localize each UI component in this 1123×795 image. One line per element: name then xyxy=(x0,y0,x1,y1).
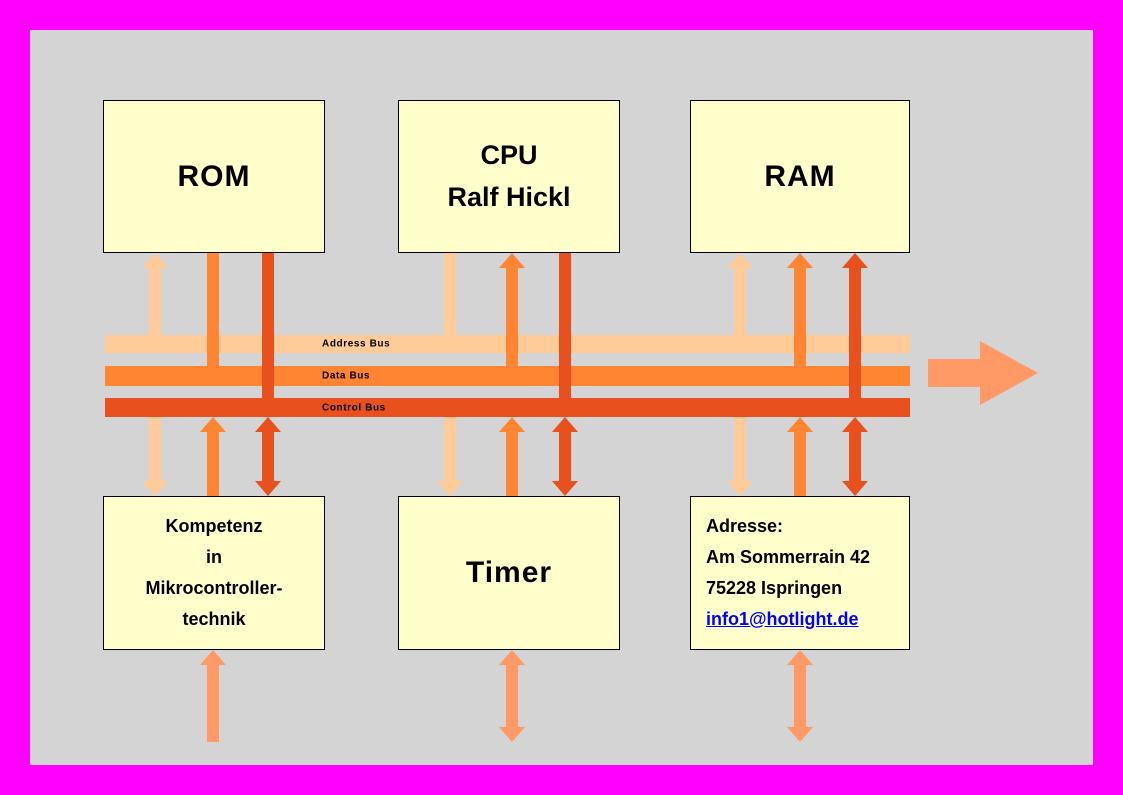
kompetenz-line-1: Kompetenz xyxy=(165,516,263,537)
adresse-data-arrow xyxy=(787,417,813,496)
timer-control-arrow xyxy=(552,417,578,496)
timer-external-arrow xyxy=(499,650,525,742)
ram-control-arrow xyxy=(842,253,868,417)
kompetenz-control-arrow xyxy=(255,417,281,496)
kompetenz-box: Kompetenz in Mikrocontroller- technik xyxy=(103,496,325,650)
cpu-address-arrow xyxy=(437,253,463,352)
control-bus: Control Bus xyxy=(105,398,910,417)
timer-box: Timer xyxy=(398,496,620,650)
adresse-address-arrow xyxy=(727,417,753,496)
kompetenz-address-arrow xyxy=(142,417,168,496)
rom-data-arrow xyxy=(200,253,226,386)
adresse-line-2: Am Sommerrain 42 xyxy=(706,547,871,568)
control-bus-label: Control Bus xyxy=(322,402,386,413)
rom-control-arrow xyxy=(255,253,281,417)
cpu-name-label: Ralf Hickl xyxy=(447,181,571,212)
cpu-box: CPU Ralf Hickl xyxy=(398,100,620,253)
rom-label: ROM xyxy=(177,159,251,193)
kompetenz-external-arrow xyxy=(200,650,226,742)
ram-data-arrow xyxy=(787,253,813,386)
email-link[interactable]: info1@hotlight.de xyxy=(706,608,859,629)
timer-address-arrow xyxy=(437,417,463,496)
adresse-control-arrow xyxy=(842,417,868,496)
kompetenz-line-4: technik xyxy=(182,608,246,629)
adresse-external-arrow xyxy=(787,650,813,742)
adresse-box: Adresse: Am Sommerrain 42 75228 Ispringe… xyxy=(690,496,910,650)
adresse-line-1: Adresse: xyxy=(706,516,784,537)
ram-address-arrow xyxy=(727,253,753,352)
timer-data-arrow xyxy=(499,417,525,496)
rom-box: ROM xyxy=(103,100,325,253)
address-bus-label: Address Bus xyxy=(322,338,391,350)
cpu-control-arrow xyxy=(552,253,578,417)
bus-direction-arrow xyxy=(980,341,1038,405)
kompetenz-line-3: Mikrocontroller- xyxy=(145,578,283,598)
ram-box: RAM xyxy=(690,100,910,253)
bus-direction-arrow-shaft xyxy=(928,359,980,387)
diagram-canvas: ROM CPU Ralf Hickl RAM Address Bus Data … xyxy=(30,30,1093,765)
cpu-label: CPU xyxy=(480,139,538,170)
data-bus-label: Data Bus xyxy=(322,370,371,382)
adresse-line-3: 75228 Ispringen xyxy=(706,578,843,598)
cpu-data-arrow xyxy=(499,253,525,386)
rom-address-arrow xyxy=(142,253,168,352)
kompetenz-data-arrow xyxy=(200,417,226,496)
ram-label: RAM xyxy=(764,159,836,193)
timer-label: Timer xyxy=(465,556,553,589)
kompetenz-line-2: in xyxy=(206,547,222,568)
